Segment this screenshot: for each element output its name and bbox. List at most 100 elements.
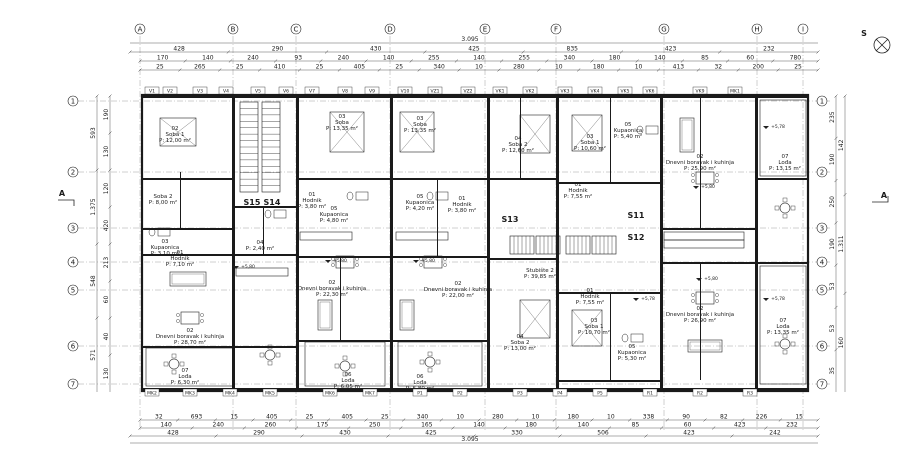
room-name: Kupaonica: [614, 128, 642, 134]
dining-table-1-chair: [176, 313, 180, 317]
loggia-table-6-chair: [782, 349, 788, 355]
dim-bottom-r2-value: 250: [369, 422, 381, 429]
dim-right-b-value: 35: [829, 367, 836, 375]
dining-table-3-chair: [443, 263, 447, 267]
dim-bottom-r3-value: 428: [167, 430, 179, 437]
dim-left-a-tick: [95, 242, 99, 246]
room-number: 07: [782, 154, 789, 160]
level-value: +5,78: [771, 124, 785, 130]
room-name: Soba 2: [154, 194, 173, 200]
room-name: Soba: [413, 122, 427, 128]
dim-bottom-r1-tick: [514, 418, 519, 422]
dim-bottom-r1-tick: [251, 418, 255, 422]
dim-top-r1-value: 423: [665, 46, 677, 53]
dim-bottom-r1-value: 405: [341, 414, 353, 421]
toilet: [264, 209, 272, 219]
room-name: Dnevni boravak i kuhinja: [156, 334, 224, 340]
dim-left-b-tick: [108, 279, 112, 283]
dim-top-r3-tick: [457, 68, 461, 72]
vertical-wall: [487, 95, 490, 391]
dim-left-a-value: 1.375: [90, 198, 97, 215]
room-name: Kupaonica: [320, 212, 348, 218]
door-tag-box: [144, 388, 160, 397]
door-tag-box: [162, 86, 178, 95]
loggia-table-1-chair: [267, 360, 273, 366]
dim-bottom-r1-value: 405: [266, 414, 278, 421]
dim-top-r2-value: 140: [654, 55, 666, 62]
sofa-3: [399, 299, 415, 331]
dim-bottom-r3-value: 423: [683, 430, 695, 437]
dining-table-4-chair: [715, 179, 719, 183]
dim-top-r3-tick: [696, 68, 701, 72]
door-tag-box: [192, 86, 208, 95]
door-tag-label: V1: [149, 89, 155, 95]
room-name: Dnevni boravak i kuhinja: [298, 286, 366, 292]
dim-bottom-r2-value: 60: [684, 422, 692, 429]
level-marker: [325, 260, 331, 263]
stair-label: S11: [628, 211, 645, 220]
loggia-table-1-chair: [259, 352, 265, 358]
loggia-table-1-chair: [275, 352, 281, 358]
horizontal-wall: [142, 228, 232, 230]
dining-table-5-chair: [691, 293, 695, 297]
dining-table-5: [695, 291, 715, 305]
dim-bottom-r1-tick: [740, 418, 745, 422]
room-number: 06: [417, 374, 424, 380]
dim-top-r2-tick: [228, 59, 233, 63]
partition-wall: [700, 262, 701, 380]
room-area: P: 2,40 m²: [246, 245, 274, 252]
dim-left-b-tick: [108, 131, 112, 135]
door-tag-label: VK2: [526, 89, 535, 95]
dim-top-r3-tick: [537, 68, 541, 72]
dim-left-a-tick: [95, 316, 99, 320]
dim-top-r3-tick: [337, 68, 342, 72]
dining-table-5-chair: [715, 293, 719, 297]
door-tag-box: [642, 388, 658, 397]
room-name: Hodnik: [452, 202, 472, 208]
room-area: P: 6,30 m²: [171, 379, 199, 386]
level-marker: [233, 266, 239, 269]
dim-top-r1-value: 430: [370, 46, 382, 53]
dim-bottom-r3-tick: [128, 434, 132, 438]
dim-top-r3-tick: [257, 68, 262, 72]
room-name: Dnevni boravak i kuhinja: [424, 287, 492, 293]
bathtub: [435, 191, 449, 201]
room-name: Lođa: [776, 324, 789, 330]
horizontal-wall: [390, 178, 487, 180]
dim-bottom-r3-tick: [644, 434, 648, 438]
door-tag-box: [304, 86, 320, 95]
door-tag-box: [218, 86, 234, 95]
door-tag-box: [337, 86, 353, 95]
door-tag-label: R3: [747, 391, 753, 397]
dim-bottom-r1-tick: [665, 418, 670, 422]
axis-bubble-row-5-right: [816, 284, 828, 296]
room-area: P: 22,30 m²: [316, 291, 348, 298]
room-area: P: 13,35 m²: [767, 329, 799, 336]
loggia-frame-4: [759, 99, 807, 177]
dim-top-r2-tick: [725, 59, 730, 63]
dim-left-a-tick: [95, 168, 99, 172]
dim-top-total: 3.095: [461, 36, 478, 43]
dim-bottom-r1-tick: [364, 418, 368, 422]
room-area: P: 3,10 m²: [151, 250, 179, 257]
dim-bottom-r1-tick: [213, 418, 218, 422]
horizontal-wall: [296, 178, 390, 180]
bed-3: [399, 111, 435, 153]
dim-bottom-r1-value: 82: [720, 414, 728, 421]
dim-top-r1-tick: [423, 50, 427, 54]
bed-1: [159, 117, 197, 147]
dim-bottom-r1-tick: [138, 418, 142, 422]
dim-right-b-value: 53: [829, 282, 836, 290]
dim-top-r1-tick: [619, 50, 624, 54]
dim-bottom-r1-value: 15: [230, 414, 238, 421]
dim-bottom-r1-value: 10: [607, 414, 615, 421]
loggia-table-6: [779, 338, 791, 350]
room-number: 07: [780, 318, 787, 324]
door-tag-label: R1: [647, 391, 653, 397]
room-number: 02: [697, 306, 704, 312]
sofa-5: [687, 339, 723, 353]
room-area: P: 7,55 m²: [564, 193, 592, 200]
door-tag-label: V4: [223, 89, 229, 95]
door-tag-box: [427, 86, 443, 95]
